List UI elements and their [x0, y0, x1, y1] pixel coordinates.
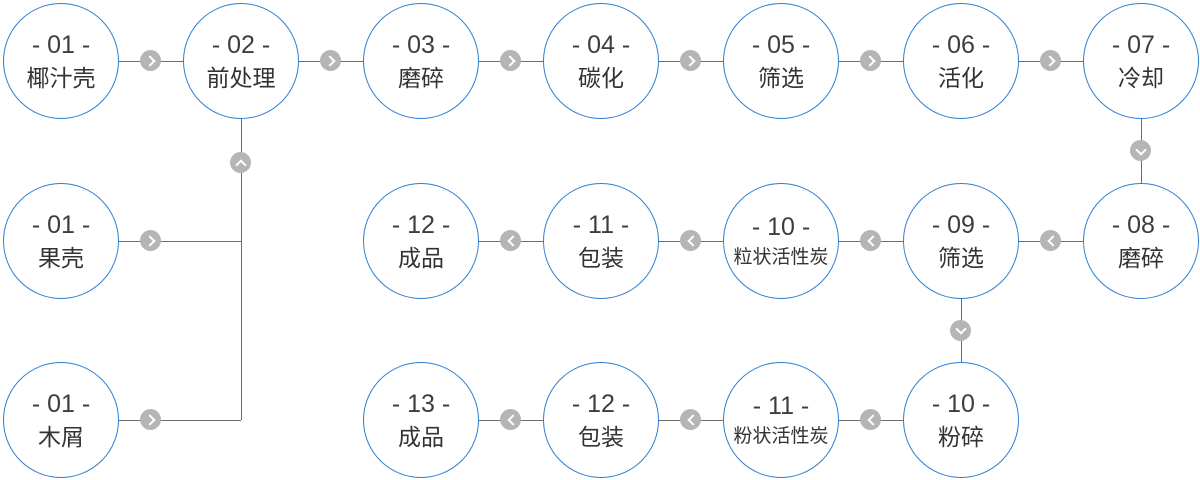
step-label: 包装	[578, 244, 624, 271]
flow-step-nut-shell: - 01 - 果壳	[3, 183, 119, 299]
arrow-up-icon	[230, 152, 251, 173]
flow-step-packing-granular: - 11 - 包装	[543, 183, 659, 299]
flow-step-product-powder: - 13 - 成品	[363, 362, 479, 478]
flow-step-screening-1: - 05 - 筛选	[723, 3, 839, 119]
arrow-down-icon	[1130, 140, 1151, 161]
step-number: - 13 -	[391, 389, 451, 418]
step-number: - 01 -	[31, 389, 91, 418]
step-label: 粉碎	[938, 423, 984, 450]
arrow-right-icon	[1040, 50, 1061, 71]
step-label: 粉状活性炭	[733, 425, 829, 447]
step-label: 冷却	[1118, 64, 1164, 91]
step-label: 前处理	[206, 64, 276, 91]
arrow-right-icon	[140, 50, 161, 71]
flow-step-granular-carbon: - 10 - 粒状活性炭	[723, 183, 839, 299]
arrow-left-icon	[500, 409, 521, 430]
flow-step-activation: - 06 - 活化	[903, 3, 1019, 119]
step-number: - 05 -	[751, 30, 811, 59]
step-number: - 08 -	[1111, 210, 1171, 239]
arrow-right-icon	[140, 409, 161, 430]
step-number: - 02 -	[211, 30, 271, 59]
step-label: 碳化	[578, 64, 624, 91]
step-label: 成品	[398, 244, 444, 271]
step-label: 粒状活性炭	[733, 246, 829, 268]
flow-step-sawdust: - 01 - 木屑	[3, 362, 119, 478]
arrow-left-icon	[500, 230, 521, 251]
step-label: 果壳	[38, 244, 84, 271]
step-label: 筛选	[758, 64, 804, 91]
step-number: - 07 -	[1111, 30, 1171, 59]
arrow-right-icon	[860, 50, 881, 71]
arrow-left-icon	[680, 409, 701, 430]
step-number: - 09 -	[931, 210, 991, 239]
step-number: - 11 -	[572, 210, 630, 239]
connector-line	[241, 61, 242, 420]
step-label: 磨碎	[398, 64, 444, 91]
step-label: 木屑	[38, 423, 84, 450]
step-number: - 04 -	[571, 30, 631, 59]
step-number: - 10 -	[931, 389, 991, 418]
flow-step-pretreatment: - 02 - 前处理	[183, 3, 299, 119]
step-label: 包装	[578, 423, 624, 450]
arrow-left-icon	[860, 409, 881, 430]
arrow-left-icon	[860, 230, 881, 251]
step-number: - 01 -	[31, 30, 91, 59]
flow-step-grinding-2: - 08 - 磨碎	[1083, 183, 1199, 299]
step-number: - 06 -	[931, 30, 991, 59]
flow-step-product-granular: - 12 - 成品	[363, 183, 479, 299]
arrow-left-icon	[1040, 230, 1061, 251]
arrow-down-icon	[950, 319, 971, 341]
flow-step-cooling: - 07 - 冷却	[1083, 3, 1199, 119]
flow-step-carbonization: - 04 - 碳化	[543, 3, 659, 119]
arrow-right-icon	[500, 50, 521, 71]
step-number: - 01 -	[31, 210, 91, 239]
step-number: - 10 -	[751, 213, 811, 242]
step-label: 椰汁壳	[26, 64, 96, 91]
step-number: - 11 -	[752, 392, 810, 421]
flow-step-crushing: - 10 - 粉碎	[903, 362, 1019, 478]
flow-step-packing-powder: - 12 - 包装	[543, 362, 659, 478]
flow-step-screening-2: - 09 - 筛选	[903, 183, 1019, 299]
flow-step-coconut-shell: - 01 - 椰汁壳	[3, 3, 119, 119]
step-label: 活化	[938, 64, 984, 91]
flow-step-powder-carbon: - 11 - 粉状活性炭	[723, 362, 839, 478]
step-label: 筛选	[938, 244, 984, 271]
step-label: 成品	[398, 423, 444, 450]
step-number: - 03 -	[391, 30, 451, 59]
arrow-right-icon	[680, 50, 701, 71]
step-number: - 12 -	[391, 210, 451, 239]
step-number: - 12 -	[571, 389, 631, 418]
arrow-left-icon	[680, 230, 701, 251]
step-label: 磨碎	[1118, 244, 1164, 271]
arrow-right-icon	[320, 50, 341, 71]
arrow-right-icon	[140, 230, 161, 251]
flow-step-grinding-1: - 03 - 磨碎	[363, 3, 479, 119]
